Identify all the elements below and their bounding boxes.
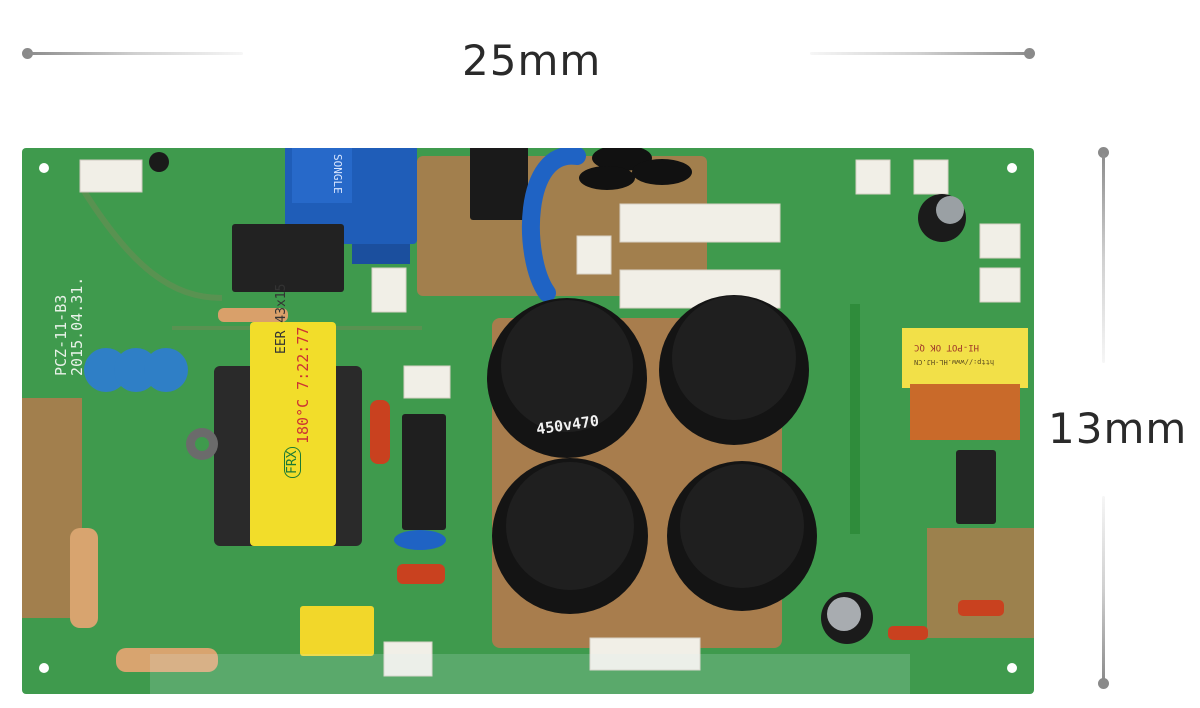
transformer-label-1: EER 43x15	[274, 283, 289, 354]
width-line-left	[28, 52, 243, 55]
height-marker-top	[1098, 147, 1109, 158]
pcb-board: PCZ-11-B3 2015.04.31. SONGLE EER 43x15 1…	[22, 148, 1034, 694]
transformer-brand-label: FRX	[284, 446, 301, 478]
height-line-bottom	[1102, 496, 1105, 681]
hipot-label: HI-POT OK QC	[914, 342, 980, 352]
relay-brand-label: SONGLE	[331, 154, 344, 194]
height-line-top	[1102, 153, 1105, 363]
board-date-marking: 2015.04.31.	[68, 276, 86, 376]
width-dimension-label: 25mm	[462, 36, 602, 85]
copper-area-right	[927, 528, 1034, 638]
height-marker-bottom	[1098, 678, 1109, 689]
width-marker-left	[22, 48, 33, 59]
hipot-url-label: http://www.HL-HJ.CN	[914, 358, 995, 366]
pcb-artwork	[22, 148, 1034, 694]
bulk-capacitors	[487, 295, 817, 614]
transformer-label-2: 180°C 7:22:77	[294, 326, 312, 444]
width-line-right	[810, 52, 1030, 55]
width-marker-right	[1024, 48, 1035, 59]
height-dimension-label: 13mm	[1048, 404, 1188, 453]
